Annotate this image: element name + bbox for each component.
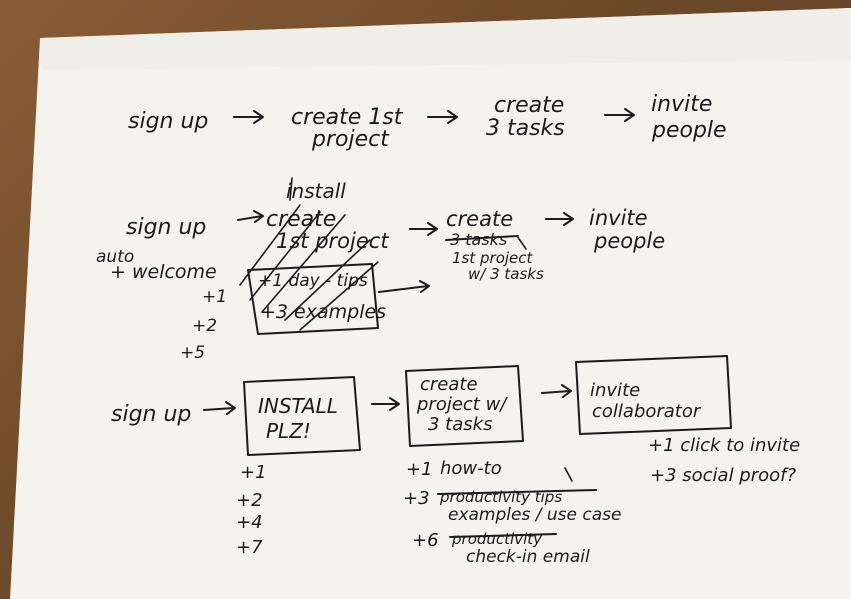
row3-create-box — [405, 365, 524, 447]
row2-first-project: 1st project — [276, 229, 389, 253]
row3-install-day-7: +7 — [236, 537, 263, 558]
row2-caret — [516, 235, 527, 250]
row2-with-tasks: w/ 3 tasks — [468, 265, 544, 283]
row3-flow: sign up INSTALL PLZ! create project w/ 3… — [111, 355, 800, 567]
row3-signup: sign up — [111, 402, 191, 427]
row3-howto-day: +1 — [406, 459, 433, 480]
row3-invite-a: invite — [590, 380, 640, 401]
row1-arrow-1 — [233, 110, 264, 124]
row1-arrow-3 — [604, 108, 635, 122]
row3-invite-box — [575, 355, 732, 435]
row1-invite-b: people — [651, 118, 727, 143]
row3-install-box — [243, 376, 361, 456]
row2-install: install — [286, 179, 346, 203]
row3-create-b: project w/ — [416, 394, 508, 415]
row3-install-a: INSTALL — [258, 394, 338, 418]
row2-create2: create — [446, 207, 513, 231]
row2-insert-mark — [289, 177, 293, 201]
row2-scribble — [239, 204, 379, 331]
row2-tasks-struck: 3 tasks — [450, 230, 507, 249]
row3-howto: how-to — [440, 458, 502, 479]
row3-checkin: check-in email — [466, 547, 590, 567]
row3-caret — [564, 467, 573, 482]
row3-install-day-4: +4 — [236, 512, 263, 533]
row1-signup: sign up — [128, 109, 208, 134]
row3-social-proof: +3 social proof? — [650, 465, 796, 486]
row3-create-c: 3 tasks — [428, 414, 492, 435]
row3-arrow-3 — [541, 384, 572, 398]
row2-invite-a: invite — [589, 206, 648, 230]
row2-day-1: +1 — [202, 287, 227, 307]
row1-arrow-2 — [427, 110, 458, 124]
row2-create: create — [266, 207, 336, 232]
row3-create-a: create — [420, 374, 478, 395]
row3-prod-day: +3 — [403, 488, 430, 509]
row2-arrow-2 — [409, 222, 438, 236]
row2-email-box — [247, 263, 379, 335]
row1-flow: sign up create 1st project create 3 task… — [128, 92, 727, 152]
row2-flow: sign up auto + welcome install create 1s… — [96, 177, 665, 363]
row3-invite-b: collaborator — [592, 401, 702, 422]
row1-project-a: create 1st — [291, 105, 404, 130]
row2-examples: +3 examples — [260, 301, 386, 323]
row3-install-day-1: +1 — [240, 462, 267, 483]
row1-tasks-b: 3 tasks — [486, 116, 565, 141]
row1-project-b: project — [311, 127, 390, 152]
row2-signup: sign up — [126, 215, 206, 240]
row2-welcome: + welcome — [110, 261, 217, 283]
row3-click-invite: +1 click to invite — [648, 435, 800, 456]
row2-auto: auto — [96, 247, 134, 267]
row3-strike-checkin — [449, 533, 557, 538]
row2-arrow-email — [378, 280, 430, 293]
row3-strike-prod — [437, 489, 597, 495]
row2-invite-b: people — [593, 229, 665, 253]
row2-day-5: +5 — [180, 343, 205, 363]
row2-arrow-3 — [545, 212, 574, 226]
row2-tips: +1 day - tips — [258, 271, 368, 291]
row3-install-b: PLZ! — [266, 419, 311, 443]
row3-checkin-day: +6 — [412, 530, 439, 551]
row2-first-project2: 1st project — [452, 249, 534, 267]
row3-install-day-2: +2 — [236, 490, 263, 511]
row1-invite-a: invite — [651, 92, 712, 117]
row2-strike — [445, 235, 519, 241]
row2-day-2: +2 — [192, 316, 217, 336]
row3-examples-use: examples / use case — [448, 505, 621, 525]
row3-checkin-struck: productivity — [451, 530, 543, 548]
row2-arrow-1 — [237, 210, 264, 223]
row3-arrow-1 — [203, 401, 236, 415]
row1-tasks-a: create — [494, 93, 564, 118]
row3-arrow-2 — [371, 397, 400, 411]
